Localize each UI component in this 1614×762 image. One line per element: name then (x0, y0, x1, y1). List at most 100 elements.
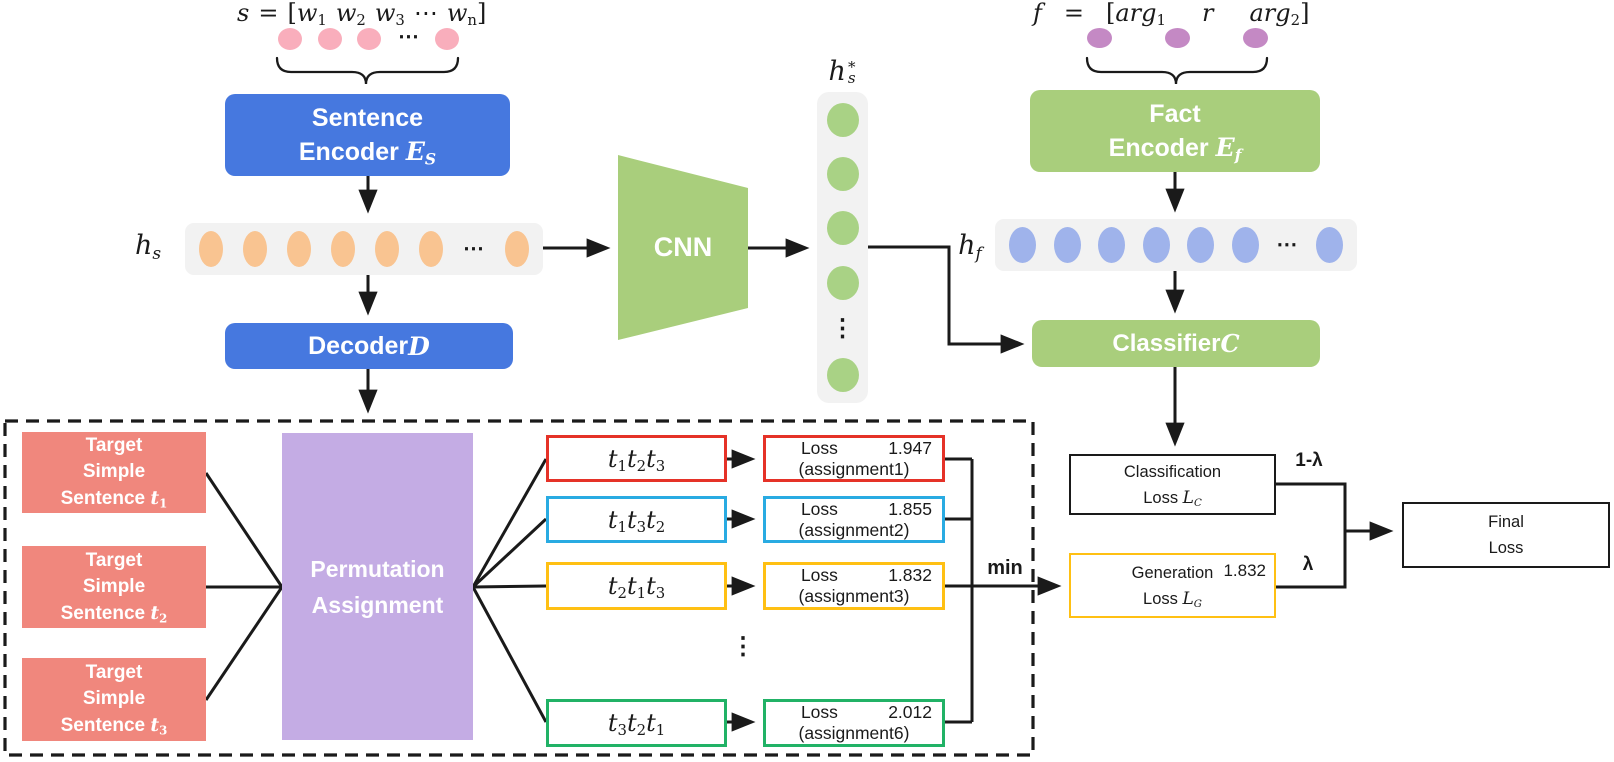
sentence-formula: s = [w1 w2 w3 ⋯ wn] (237, 0, 487, 30)
loss-assignment-name: (assignment3) (798, 586, 910, 606)
hs-vector-track: ⋯ (185, 223, 543, 275)
equals-sign: = (258, 0, 279, 27)
equals-sign: = (1063, 0, 1084, 27)
arrow-hsstar-to-classifier (868, 245, 1025, 354)
fact-state-node (1009, 227, 1036, 263)
fact-state-node (1315, 227, 1343, 263)
loss-value: 1.947 (888, 437, 932, 458)
fact-encoder-line1: Fact (1149, 99, 1201, 128)
compressed-state-node (826, 265, 859, 300)
fact-state-ellipsis: ⋯ (1276, 233, 1299, 256)
hf-vector-track: ⋯ (995, 219, 1357, 271)
hidden-state-node (375, 231, 399, 267)
f-var: f (1033, 0, 1042, 27)
word-node (357, 28, 381, 50)
w2-token: w2 (335, 0, 366, 30)
target-sentence-box-3: Target Simple Sentence t3 (22, 658, 206, 741)
classifier-box: Classifier C (1032, 320, 1320, 367)
wire-perm-to-row4 (471, 586, 548, 723)
hf-label: hf (958, 230, 982, 264)
w3-token: w3 (374, 0, 405, 30)
compressed-state-ellipsis: ⋮ (830, 314, 855, 342)
rows-vertical-ellipsis: ⋮ (731, 633, 755, 660)
permutation-row-2: t1t3t2 (546, 496, 727, 543)
permutation-row-1: t1t2t3 (546, 435, 727, 482)
hidden-state-node (287, 231, 311, 267)
fact-token-node (1243, 28, 1268, 48)
fact-encoder-box: Fact Encoder Ef (1030, 90, 1320, 172)
wn-token: wn] (446, 0, 487, 30)
cnn-label: CNN (653, 232, 713, 262)
arg2-token: arg2] (1249, 0, 1310, 30)
relation-token: r (1202, 0, 1214, 27)
wire-loss-merge (1276, 482, 1347, 589)
fact-state-node (1098, 227, 1126, 263)
classification-loss-box: Classification Loss LC (1069, 454, 1276, 515)
decoder-box: Decoder D (225, 323, 513, 369)
loss-assignment-name: (assignment1) (798, 458, 910, 479)
fact-token-node (1087, 28, 1112, 48)
loss-value: 1.855 (888, 498, 932, 519)
sentence-encoder-box: Sentence Encoder ES (225, 94, 510, 176)
hidden-state-node (243, 231, 267, 267)
fact-state-node (1231, 227, 1259, 263)
s-var: s (237, 0, 250, 27)
cnn-trapezoid (618, 155, 748, 340)
hidden-state-node (419, 231, 443, 267)
s-underbrace (275, 56, 460, 85)
hidden-state-ellipsis: ⋯ (463, 237, 485, 260)
sentence-encoder-line1: Sentence (311, 103, 424, 132)
word-node (435, 28, 459, 50)
fact-formula: f = [arg1 r arg2] (1033, 0, 1310, 30)
permutation-assignment-box: Permutation Assignment (282, 433, 473, 740)
target-sentence-box-2: Target Simple Sentence t2 (22, 546, 206, 628)
hs-label: hs (134, 230, 162, 264)
hidden-state-node (199, 231, 223, 267)
fact-encoder-line2: Encoder Ef (1108, 132, 1242, 164)
loss-assignment-name: (assignment2) (798, 519, 910, 540)
wire-perm-to-row2 (471, 517, 548, 589)
compressed-state-node (826, 157, 859, 192)
loss-assignment-name: (assignment6) (798, 723, 910, 743)
generation-loss-value: 1.832 (1223, 561, 1266, 580)
wire-perm-to-row1 (471, 458, 548, 588)
compressed-state-node (826, 211, 859, 246)
target-sentence-box-1: Target Simple Sentence t1 (22, 432, 206, 513)
word-ellipsis: ⋯ (398, 25, 420, 48)
f-underbrace (1085, 56, 1269, 85)
fact-token-node (1165, 28, 1190, 48)
fact-state-node (1187, 227, 1215, 263)
wire-target1-to-perm (204, 472, 284, 588)
hs-star-sub: s (847, 68, 856, 87)
w1-token: [w1 (287, 0, 327, 30)
hs-star-vector-track: ⋮ (817, 92, 868, 403)
hidden-state-node (331, 231, 355, 267)
ellipsis: ⋯ (413, 0, 438, 27)
permutation-row-3: t2t1t3 (546, 562, 727, 610)
final-loss-box: Final Loss (1402, 502, 1610, 568)
fact-state-node (1053, 227, 1081, 263)
compressed-state-node (826, 103, 859, 137)
hs-star-label: h*s (828, 56, 856, 87)
min-label: min (987, 557, 1023, 579)
arg1-token: [arg1 (1106, 0, 1166, 30)
generation-loss-box: 1.832 Generation Loss LG (1069, 553, 1276, 618)
sentence-encoder-line2: Encoder ES (298, 136, 437, 168)
fact-state-node (1142, 227, 1170, 263)
permutation-row-4: t3t2t1 (546, 699, 727, 747)
wire-perm-to-row3 (472, 584, 547, 589)
lambda-label: λ (1302, 554, 1314, 575)
loss-value: 2.012 (888, 702, 932, 722)
hs-star-sup: * (847, 57, 856, 76)
wire-target3-to-perm (204, 586, 284, 701)
word-node (278, 28, 302, 50)
loss-value: 1.832 (888, 565, 932, 585)
assignment-module-dashed-border (3, 419, 1035, 757)
hidden-state-node (505, 231, 529, 267)
word-node (318, 28, 342, 50)
